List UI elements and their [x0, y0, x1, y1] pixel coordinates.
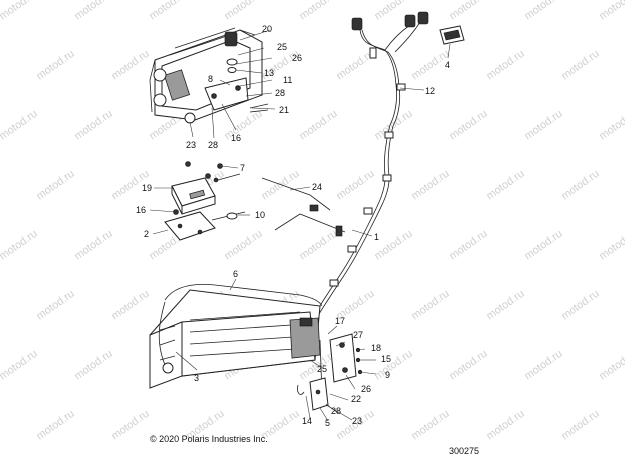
callout-20: 20 [262, 24, 272, 34]
callout-11: 11 [283, 75, 292, 85]
watermark-text: motod.ru [259, 168, 301, 203]
watermark-text: motod.ru [409, 288, 451, 323]
callout-18: 18 [371, 343, 381, 353]
watermark-text: motod.ru [522, 228, 564, 263]
callout-19: 19 [142, 183, 152, 193]
callout-5: 5 [325, 418, 330, 428]
connector-part-4 [439, 25, 465, 45]
watermark-text: motod.ru [522, 0, 564, 22]
small-cables [211, 173, 346, 237]
callout-15: 15 [381, 354, 391, 364]
watermark-text: motod.ru [522, 108, 564, 143]
watermark-text: motod.ru [0, 0, 40, 22]
watermark-text: motod.ru [559, 168, 601, 203]
watermark-text: motod.ru [597, 228, 625, 263]
watermark-text: motod.ru [297, 228, 339, 263]
watermark-text: motod.ru [597, 0, 625, 22]
watermark-text: motod.ru [222, 228, 264, 263]
callout-6: 6 [233, 269, 238, 279]
watermark-text: motod.ru [447, 348, 489, 383]
watermark-text: motod.ru [484, 408, 526, 443]
watermark-text: motod.ru [222, 0, 264, 22]
callout-labels: 20 25 26 13 8 11 28 21 16 23 28 12 4 7 1… [136, 24, 450, 428]
callout-26: 26 [292, 53, 302, 63]
callout-3: 3 [194, 373, 199, 383]
callout-7: 7 [240, 163, 245, 173]
module-and-bracket [164, 161, 223, 241]
watermark-text: motod.ru [447, 0, 489, 22]
callout-28-top: 28 [275, 88, 285, 98]
callout-21: 21 [279, 105, 289, 115]
watermark-text: motod.ru [522, 348, 564, 383]
callout-9: 9 [385, 370, 390, 380]
watermark-layer: motod.ru motod.ru motod.ru motod.ru motod.ru… [0, 0, 625, 442]
callout-23-low: 23 [352, 416, 362, 426]
watermark-text: motod.ru [484, 288, 526, 323]
watermark-text: motod.ru [72, 228, 114, 263]
watermark-text: motod.ru [0, 228, 40, 263]
callout-2: 2 [144, 229, 149, 239]
watermark-text: motod.ru [0, 108, 40, 143]
lower-right-hardware [297, 333, 363, 411]
watermark-text: motod.ru [447, 228, 489, 263]
watermark-text: motod.ru [34, 168, 76, 203]
callout-4: 4 [445, 60, 450, 70]
callout-17: 17 [335, 316, 345, 326]
watermark-text: motod.ru [559, 48, 601, 83]
callout-12: 12 [425, 86, 435, 96]
callout-10: 10 [255, 210, 265, 220]
watermark-text: motod.ru [447, 108, 489, 143]
watermark-text: motod.ru [34, 288, 76, 323]
callout-14: 14 [302, 416, 312, 426]
watermark-text: motod.ru [484, 168, 526, 203]
callout-28-mid: 28 [208, 140, 218, 150]
callout-16-top: 16 [231, 133, 241, 143]
watermark-text: motod.ru [559, 288, 601, 323]
watermark-text: motod.ru [409, 168, 451, 203]
diagram-id: 300275 [449, 446, 480, 456]
callout-16-mid: 16 [136, 205, 146, 215]
callout-23-top: 23 [186, 140, 196, 150]
callout-27: 27 [353, 330, 363, 340]
callout-25: 25 [277, 42, 287, 52]
watermark-text: motod.ru [0, 348, 40, 383]
callout-25-low: 25 [317, 364, 327, 374]
callout-8: 8 [208, 74, 213, 84]
watermark-text: motod.ru [109, 408, 151, 443]
callout-1: 1 [374, 232, 379, 242]
callout-26-low: 26 [361, 384, 371, 394]
callout-22: 22 [351, 394, 361, 404]
battery-pack [149, 283, 323, 389]
watermark-text: motod.ru [222, 108, 264, 143]
callout-28-low: 28 [331, 406, 341, 416]
leader-lines [149, 29, 451, 422]
callout-24: 24 [312, 182, 322, 192]
copyright-notice: © 2020 Polaris Industries Inc. [150, 434, 268, 444]
watermark-text: motod.ru [147, 0, 189, 22]
watermark-text: motod.ru [34, 408, 76, 443]
watermark-text: motod.ru [72, 348, 114, 383]
watermark-text: motod.ru [597, 108, 625, 143]
watermark-text: motod.ru [34, 48, 76, 83]
watermark-text: motod.ru [484, 48, 526, 83]
watermark-text: motod.ru [597, 348, 625, 383]
controller-housing-assembly [149, 27, 269, 124]
watermark-text: motod.ru [109, 48, 151, 83]
watermark-text: motod.ru [409, 408, 451, 443]
watermark-text: motod.ru [109, 288, 151, 323]
watermark-text: motod.ru [72, 0, 114, 22]
callout-13: 13 [264, 68, 274, 78]
watermark-text: motod.ru [72, 108, 114, 143]
watermark-text: motod.ru [297, 108, 339, 143]
watermark-text: motod.ru [334, 168, 376, 203]
watermark-text: motod.ru [297, 0, 339, 22]
watermark-text: motod.ru [559, 408, 601, 443]
wiring-harness [307, 11, 429, 328]
